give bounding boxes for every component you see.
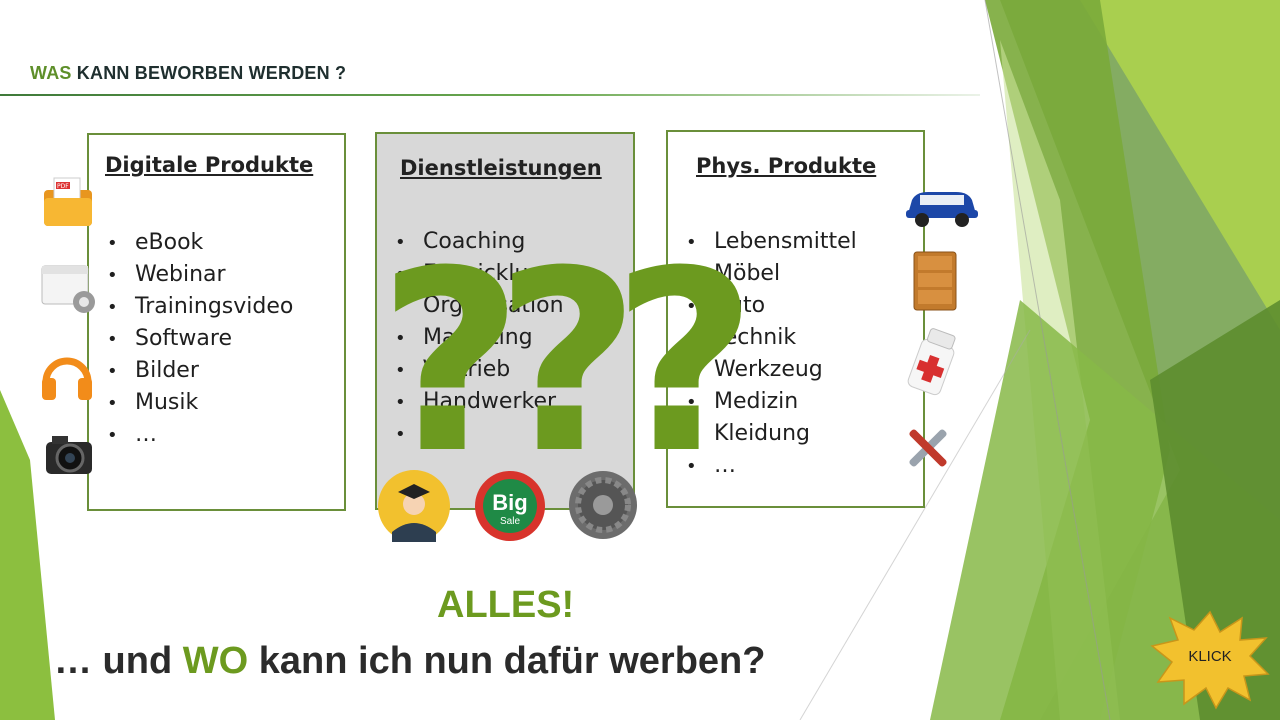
list-digital-products: •eBook •Webinar •Trainingsvideo •Softwar… bbox=[107, 227, 293, 451]
klick-button[interactable]: KLICK bbox=[1150, 610, 1270, 710]
gear-circle-icon bbox=[569, 471, 637, 539]
svg-text:PDF: PDF bbox=[57, 183, 69, 190]
list-item: •… bbox=[395, 421, 445, 446]
list-item: •Trainingsvideo bbox=[107, 294, 294, 319]
list-item: •… bbox=[107, 422, 157, 447]
window-gear-icon bbox=[41, 265, 95, 313]
list-item: •eBook bbox=[107, 230, 204, 255]
list-item: •Handwerker bbox=[395, 389, 557, 414]
camera-icon bbox=[46, 436, 92, 474]
list-item: •Coaching bbox=[395, 229, 526, 254]
card-services: Dienstleistungen •Coaching •Entwicklung … bbox=[375, 132, 635, 510]
slide-title-accent: WAS bbox=[30, 63, 72, 83]
card-heading-physical: Phys. Produkte bbox=[696, 154, 877, 178]
list-item: •Kleidung bbox=[686, 421, 811, 446]
list-item: •… bbox=[686, 453, 736, 478]
list-item: •Software bbox=[107, 326, 232, 351]
question-highlight: WO bbox=[182, 640, 249, 682]
card-physical-products: Phys. Produkte •Lebensmittel •Möbel •Aut… bbox=[666, 130, 925, 508]
question-text: … und WO kann ich nun dafür werben? bbox=[54, 640, 765, 683]
klick-label: KLICK bbox=[1188, 648, 1232, 665]
list-item: •Technik bbox=[686, 325, 797, 350]
list-item: •Organisation bbox=[395, 293, 564, 318]
cabinet-icon bbox=[913, 251, 957, 311]
question-marks: ??? bbox=[378, 217, 757, 508]
list-item: •Möbel bbox=[686, 261, 781, 286]
svg-text:Big: Big bbox=[492, 490, 527, 515]
list-item: •Werkzeug bbox=[686, 357, 823, 382]
card-digital-products: Digitale Produkte •eBook •Webinar •Train… bbox=[87, 133, 346, 511]
card-heading-digital: Digitale Produkte bbox=[105, 153, 314, 177]
list-item: •Entwicklung bbox=[395, 261, 557, 286]
list-physical-products: •Lebensmittel •Möbel •Auto •Technik •Wer… bbox=[686, 226, 857, 482]
slide-title: WAS KANN BEWORBEN WERDEN ? bbox=[30, 63, 346, 84]
card-heading-services: Dienstleistungen bbox=[400, 156, 602, 180]
list-item: •Vertrieb bbox=[395, 357, 511, 382]
list-item: •Webinar bbox=[107, 262, 226, 287]
question-suffix: kann ich nun dafür werben? bbox=[248, 640, 766, 682]
medicine-bottle-icon bbox=[907, 328, 956, 396]
graduate-icon bbox=[378, 470, 450, 542]
list-item: •Bilder bbox=[107, 358, 199, 383]
pdf-folder-icon: PDF bbox=[44, 177, 92, 226]
slide-title-rest: KANN BEWORBEN WERDEN ? bbox=[71, 63, 347, 83]
svg-text:Sale: Sale bbox=[500, 516, 520, 527]
big-sale-icon: Big Sale bbox=[475, 471, 545, 541]
question-prefix: … und bbox=[54, 640, 183, 682]
starburst-icon bbox=[1150, 610, 1270, 710]
title-divider bbox=[0, 94, 980, 96]
tools-icon bbox=[909, 429, 947, 467]
list-services: •Coaching •Entwicklung •Organisation •Ma… bbox=[395, 226, 564, 450]
answer-text: ALLES! bbox=[437, 584, 575, 626]
car-icon bbox=[906, 192, 978, 227]
headphones-icon bbox=[42, 357, 92, 400]
list-item: •Medizin bbox=[686, 389, 799, 414]
list-item: •Lebensmittel bbox=[686, 229, 857, 254]
list-item: •Marketing bbox=[395, 325, 533, 350]
list-item: •Musik bbox=[107, 390, 199, 415]
list-item: •Auto bbox=[686, 293, 766, 318]
